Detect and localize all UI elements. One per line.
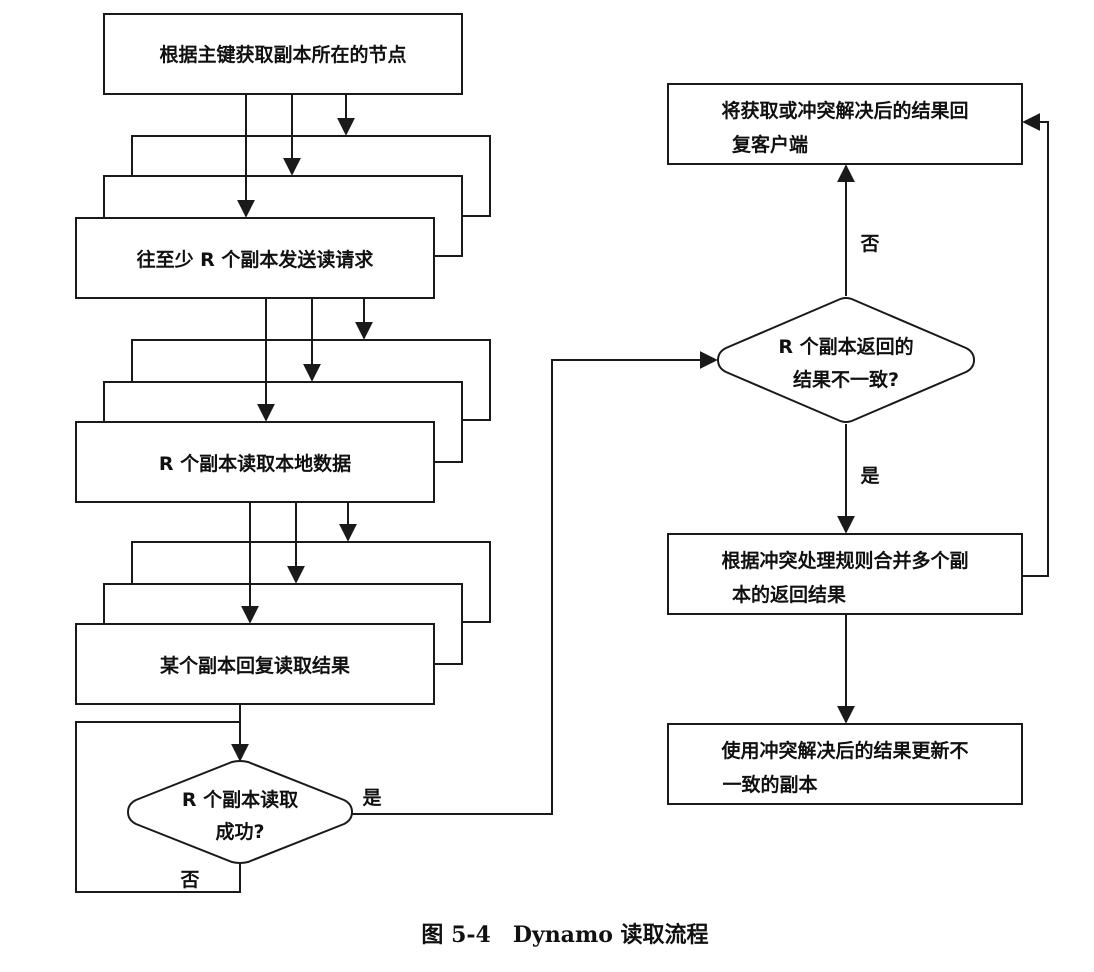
decision-inconsistent-line2: 结果不一致? — [793, 368, 899, 391]
node-update-line1: 使用冲突解决后的结果更新不 — [720, 739, 968, 762]
node-merge-line2: 本的返回结果 — [732, 583, 846, 606]
loop-read-fail — [75, 721, 241, 893]
node-read-local-data — [75, 421, 435, 503]
label-inconsistent-no: 否 — [859, 233, 879, 255]
node-replica-reply — [75, 623, 435, 705]
decision-results-inconsistent: R 个副本返回的 结果不一致? — [716, 297, 976, 423]
decision-read-success: R 个副本读取 成功? — [126, 760, 354, 864]
node-reply-client-line2: 复客户端 — [731, 133, 808, 156]
node-send-read-requests — [75, 217, 435, 299]
node-locate-replica-nodes: 根据主键获取副本所在的节点 — [103, 13, 463, 95]
arrow-merge-to-reply — [1022, 113, 1049, 577]
node-reply-client-line1: 将获取或冲突解决后的结果回 — [721, 99, 968, 122]
decision-read-success-line1: R 个副本读取 — [182, 788, 298, 811]
node-update-line2: 一致的副本 — [722, 773, 817, 796]
stack-read-local: R 个副本读取本地数据 — [75, 339, 491, 503]
node-send-read-requests-text: 往至少 R 个副本发送读请求 — [137, 248, 375, 271]
decision-inconsistent-line1: R 个副本返回的 — [778, 335, 913, 358]
label-read-no: 否 — [179, 869, 199, 891]
stack-send-requests: 往至少 R 个副本发送读请求 — [75, 135, 491, 299]
decision-read-success-line2: 成功? — [215, 820, 264, 843]
node-merge-results: 根据冲突处理规则合并多个副 本的返回结果 — [667, 533, 1023, 615]
node-reply-client: 将获取或冲突解决后的结果回 复客户端 — [667, 83, 1023, 165]
node-update-replicas: 使用冲突解决后的结果更新不 一致的副本 — [667, 723, 1023, 805]
node-merge-line1: 根据冲突处理规则合并多个副 — [721, 549, 968, 572]
stack-reply-result: 某个副本回复读取结果 — [75, 541, 491, 705]
node-locate-replica-nodes-text: 根据主键获取副本所在的节点 — [159, 43, 406, 66]
node-read-local-data-text: R 个副本读取本地数据 — [159, 452, 351, 475]
label-inconsistent-yes: 是 — [860, 465, 879, 487]
node-replica-reply-text: 某个副本回复读取结果 — [160, 654, 350, 677]
figure-caption: 图 5-4 Dynamo 读取流程 — [421, 922, 708, 948]
arrow-read-yes — [352, 351, 718, 815]
label-read-yes: 是 — [362, 787, 381, 809]
